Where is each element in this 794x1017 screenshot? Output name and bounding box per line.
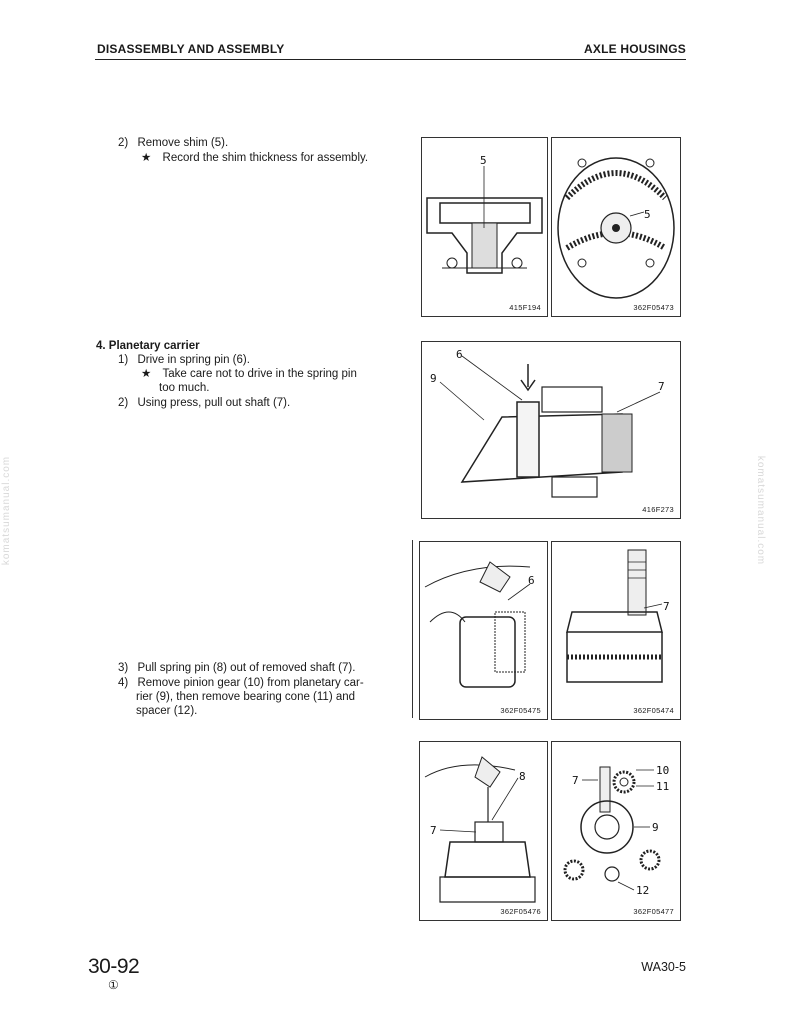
step-number: 2) [118, 137, 129, 149]
step-number: 3) [118, 662, 129, 674]
revision-mark: ① [108, 978, 119, 992]
step-text: Remove shim (5). [137, 137, 229, 149]
ring-gear-drawing: 5 [557, 157, 675, 299]
step-pull-pin: 3) Pull spring pin (8) out of removed sh… [118, 661, 355, 676]
planetary-carrier-heading: 4. Planetary carrier [96, 340, 200, 352]
note-shim: ★ Record the shim thickness for assembly… [141, 151, 368, 166]
drive-pin-drawing: 6 [424, 561, 535, 688]
step-number: 2) [118, 397, 129, 409]
step-text-line1: Remove pinion gear (10) from planetary c… [137, 677, 364, 689]
step-text-line3: spacer (12). [136, 705, 198, 717]
watermark-left: komatsumanual.com [1, 455, 13, 566]
section-title: DISASSEMBLY AND ASSEMBLY [97, 42, 285, 56]
figure-press-carrier: 7 362F05474 [551, 541, 681, 720]
figure-id: 362F05474 [633, 706, 674, 715]
header-rule [95, 59, 686, 60]
step-remove-shim: 2) Remove shim (5). [118, 136, 228, 151]
star-icon: ★ [141, 152, 152, 164]
callout-12: 12 [636, 884, 649, 897]
chapter-title: AXLE HOUSINGS [584, 42, 686, 56]
callout-7: 7 [572, 774, 579, 787]
figure-vise-shaft: 8 7 362F05476 [419, 741, 548, 921]
step-number: 4) [118, 677, 129, 689]
figure-shim-housing: 5 415F194 [421, 137, 548, 317]
shaft-press-drawing: 6 9 7 [430, 348, 665, 498]
figure-id: 415F194 [509, 303, 541, 312]
figure-id: 362F05477 [633, 907, 674, 916]
step-number: 1) [118, 354, 129, 366]
callout-7: 7 [663, 600, 670, 613]
shim-housing-drawing: 5 [426, 154, 543, 274]
figure-id: 362F05475 [500, 706, 541, 715]
note-text-line2: too much. [159, 382, 210, 394]
step-text: Pull spring pin (8) out of removed shaft… [137, 662, 356, 674]
watermark-right: komatsumanual.com [755, 455, 767, 566]
callout-11: 11 [656, 780, 669, 793]
figure-exploded-parts: 10 11 7 9 12 362F05477 [551, 741, 681, 921]
vise-shaft-drawing: 8 7 [424, 756, 536, 903]
figure-id: 362F05476 [500, 907, 541, 916]
figure-ring-gear: 5 362F05473 [551, 137, 681, 317]
exploded-parts-drawing: 10 11 7 9 12 [563, 764, 669, 897]
callout-9: 9 [652, 821, 659, 834]
note-text: Record the shim thickness for assembly. [162, 152, 369, 164]
callout-8: 8 [519, 770, 526, 783]
callout-10: 10 [656, 764, 669, 777]
callout-7: 7 [658, 380, 665, 393]
step-text: Using press, pull out shaft (7). [137, 397, 291, 409]
step-text-line2: rier (9), then remove bearing cone (11) … [136, 691, 356, 703]
press-carrier-drawing: 7 [566, 549, 670, 683]
step-pull-shaft: 2) Using press, pull out shaft (7). [118, 396, 290, 411]
callout-7: 7 [430, 824, 437, 837]
callout-6: 6 [528, 574, 535, 587]
figure-divider [412, 540, 413, 718]
page-number: 30-92 [88, 955, 140, 978]
callout-5: 5 [480, 154, 487, 167]
step-text: Drive in spring pin (6). [137, 354, 250, 366]
model-number: WA30-5 [641, 960, 686, 974]
callout-6: 6 [456, 348, 463, 361]
star-icon: ★ [141, 368, 152, 380]
note-text-line1: Take care not to drive in the spring pin [162, 368, 357, 380]
step-drive-pin: 1) Drive in spring pin (6). [118, 353, 250, 368]
note-spring-pin: ★ Take care not to drive in the spring p… [141, 367, 357, 382]
figure-shaft-press: 6 9 7 416F273 [421, 341, 681, 519]
figure-id: 362F05473 [633, 303, 674, 312]
step-remove-pinion: 4) Remove pinion gear (10) from planetar… [118, 676, 364, 691]
figure-drive-pin: 6 362F05475 [419, 541, 548, 720]
figure-id: 416F273 [642, 505, 674, 514]
callout-9: 9 [430, 372, 437, 385]
callout-5: 5 [644, 208, 651, 221]
